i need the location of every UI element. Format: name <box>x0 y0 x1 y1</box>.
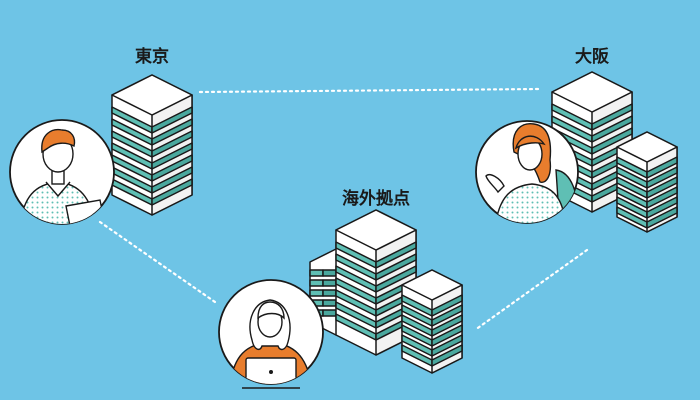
server-band <box>151 118 193 146</box>
server-band <box>151 154 193 182</box>
server-stack-icon <box>616 131 678 233</box>
server-band <box>431 324 463 347</box>
location-label-overseas: 海外拠点 <box>342 188 410 209</box>
location-label-osaka: 大阪 <box>575 46 609 67</box>
person-avatar-icon <box>9 119 115 225</box>
server-stack-icon <box>111 74 193 216</box>
server-band <box>646 206 678 229</box>
connector-osaka-overseas <box>473 248 589 332</box>
server-band <box>151 178 193 206</box>
connector-lines <box>98 87 589 332</box>
location-label-tokyo: 東京 <box>135 46 169 67</box>
server-band <box>375 241 417 269</box>
server-band <box>375 265 417 293</box>
server-band <box>322 279 337 287</box>
server-band <box>309 269 324 277</box>
server-stack-icon <box>401 269 463 374</box>
server-band <box>151 106 193 134</box>
server-band <box>591 103 633 131</box>
server-band <box>431 334 463 357</box>
server-band <box>646 166 678 189</box>
server-band <box>322 309 337 317</box>
server-band <box>591 127 633 155</box>
server-band <box>322 269 337 277</box>
server-band <box>646 176 678 199</box>
server-band <box>375 253 417 281</box>
server-band <box>309 289 324 297</box>
server-band <box>646 156 678 179</box>
person-avatar-icon <box>218 279 324 385</box>
connector-tokyo-overseas <box>98 220 217 304</box>
server-band <box>646 196 678 219</box>
server-band <box>431 344 463 367</box>
server-band <box>646 186 678 209</box>
server-band <box>151 130 193 158</box>
server-band <box>151 166 193 194</box>
server-band <box>431 294 463 317</box>
server-band <box>309 279 324 287</box>
server-band <box>151 142 193 170</box>
server-band <box>322 299 337 307</box>
server-band <box>591 115 633 143</box>
server-band <box>431 304 463 327</box>
server-band <box>431 314 463 337</box>
server-band <box>322 289 337 297</box>
person-avatar-icon <box>475 120 579 224</box>
connector-tokyo-osaka <box>198 87 542 94</box>
